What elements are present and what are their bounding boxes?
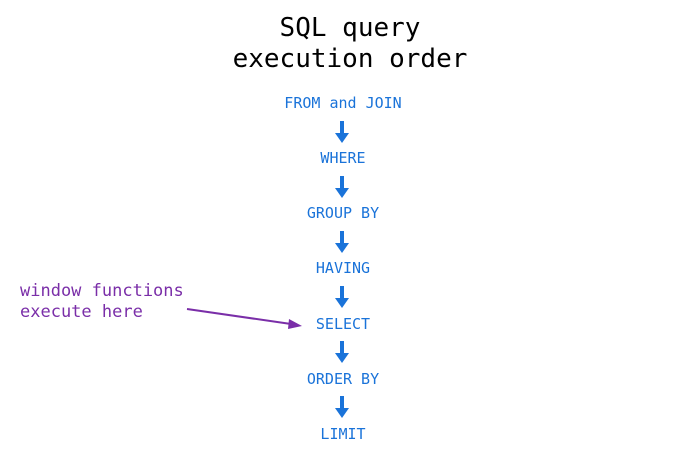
- annotation-text-line-1: window functions: [20, 281, 184, 301]
- down-arrow-icon: [335, 341, 349, 363]
- diagram-title-line-2: execution order: [232, 44, 468, 74]
- step-group-by: GROUP BY: [306, 204, 380, 222]
- down-arrow-icon: [335, 176, 349, 198]
- step-where: WHERE: [320, 149, 366, 167]
- down-arrow-icon: [335, 121, 349, 143]
- diagram-title-line-1: SQL query: [279, 13, 421, 43]
- step-having: HAVING: [315, 259, 371, 277]
- annotation-text-line-2: execute here: [20, 302, 143, 322]
- down-arrow-icon: [335, 231, 349, 253]
- down-arrow-icon: [335, 286, 349, 308]
- step-from-join: FROM and JOIN: [284, 94, 402, 112]
- down-arrow-icon: [335, 396, 349, 418]
- step-order-by: ORDER BY: [306, 370, 380, 388]
- step-select: SELECT: [315, 315, 371, 333]
- step-limit: LIMIT: [320, 425, 366, 443]
